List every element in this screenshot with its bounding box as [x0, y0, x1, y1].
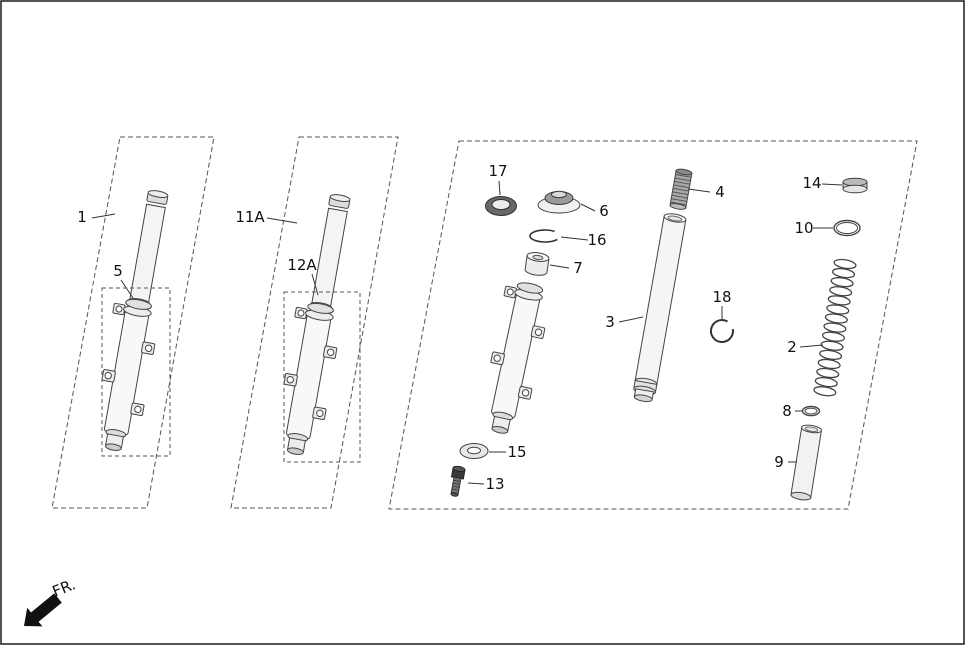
leader-11a — [266, 217, 298, 224]
leader-13 — [467, 482, 485, 485]
part-label-8: 8 — [782, 402, 792, 420]
part-label-16: 16 — [587, 231, 606, 249]
part-label-3: 3 — [605, 313, 615, 331]
leader-5 — [120, 279, 134, 299]
part-label-17: 17 — [488, 162, 507, 180]
leader-7 — [549, 264, 570, 269]
leader-14 — [821, 183, 843, 186]
part-7-spacer — [524, 252, 550, 276]
leader-4 — [687, 188, 711, 193]
leader-6 — [580, 203, 596, 212]
part-label-5: 5 — [113, 262, 123, 280]
part-6-fork-cap — [537, 190, 581, 214]
leader-16 — [560, 236, 589, 241]
leader-lines — [91, 180, 843, 485]
part-label-10: 10 — [794, 219, 813, 237]
part-17-seal-ring — [485, 196, 517, 216]
part-label-12a: 12A — [287, 256, 317, 274]
group-box-part-12a — [283, 291, 361, 463]
part-8-o-ring — [801, 405, 821, 417]
part-9-seat-pipe — [790, 424, 822, 501]
part-14-cap — [842, 177, 868, 194]
part-label-15: 15 — [507, 443, 526, 461]
part-label-1: 1 — [77, 208, 87, 226]
group-box-part-11a — [230, 136, 399, 509]
part-label-14: 14 — [802, 174, 821, 192]
part-4-threaded-top — [669, 168, 693, 210]
part-label-11a: 11A — [235, 208, 265, 226]
leader-2 — [799, 344, 824, 348]
leader-17 — [498, 180, 501, 196]
part-2-fork-spring — [813, 258, 857, 397]
group-box-part-5 — [101, 287, 171, 457]
leader-12a — [311, 273, 319, 296]
part-3-fork-tube — [633, 213, 687, 403]
part-18-circlip — [710, 319, 734, 343]
part-13-bolt — [450, 465, 466, 497]
part-label-7: 7 — [573, 259, 583, 277]
group-box-part-1 — [51, 136, 215, 509]
part-label-18: 18 — [712, 288, 731, 306]
leader-3 — [618, 316, 644, 323]
part-label-2: 2 — [787, 338, 797, 356]
part-label-6: 6 — [599, 202, 609, 220]
part-15-washer — [459, 443, 489, 459]
group-box-components — [388, 140, 918, 510]
fr-arrow-icon — [24, 593, 62, 627]
part-label-4: 4 — [715, 183, 725, 201]
part-10-o-ring — [833, 219, 861, 237]
part-label-13: 13 — [485, 475, 504, 493]
leader-1 — [91, 213, 116, 219]
part-16-snap-ring — [529, 229, 558, 243]
part-label-9: 9 — [774, 453, 784, 471]
